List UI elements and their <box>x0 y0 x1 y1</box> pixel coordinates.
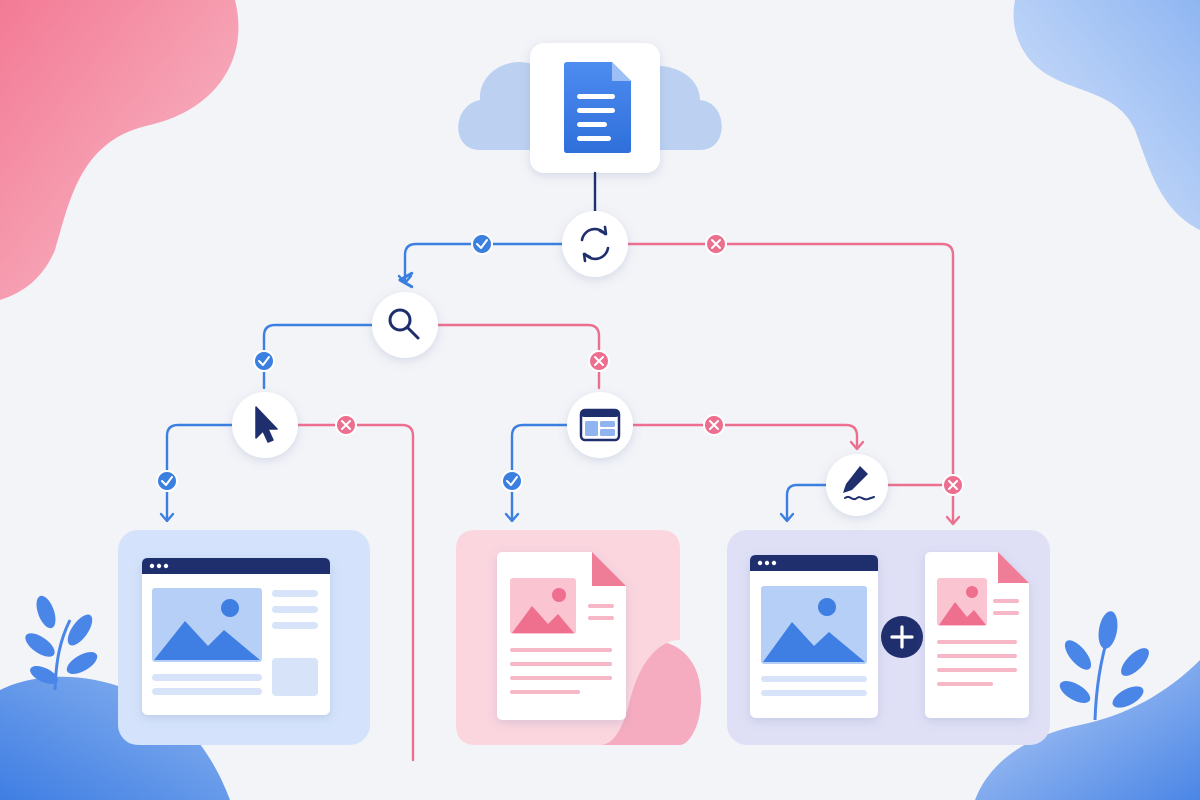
arrow-to-edit <box>849 440 865 451</box>
line-pointer-yes <box>165 423 237 520</box>
image-document-icon <box>925 552 1029 718</box>
arrow-edit-yes <box>779 512 795 523</box>
branch-markers <box>156 233 964 496</box>
document-icon <box>564 62 631 153</box>
arrow-to-search <box>397 274 413 285</box>
cursor-icon <box>255 406 278 443</box>
blue-blob-bottom-left <box>0 676 230 800</box>
blue-blob-bottom-right <box>975 660 1200 800</box>
line-layout-yes <box>510 423 570 520</box>
line-pointer-no <box>293 423 415 762</box>
search-icon <box>388 308 420 340</box>
decision-node-edit <box>826 454 888 516</box>
line-sync-yes <box>398 242 565 289</box>
line-layout-no <box>630 423 859 450</box>
line-search-yes <box>262 323 377 390</box>
check-icon <box>501 470 523 492</box>
x-icon <box>335 414 357 436</box>
outcome-card-webpage <box>118 530 370 745</box>
arrowheads <box>159 274 961 526</box>
x-icon <box>705 233 727 255</box>
decision-node-search <box>372 292 438 358</box>
arrow-sync-no-end <box>945 515 961 526</box>
webpage-card-icon <box>750 555 878 718</box>
outcome-card-image-document <box>456 530 680 745</box>
check-icon <box>253 350 275 372</box>
arrow-to-doc-card <box>504 512 520 523</box>
image-document-icon <box>497 552 626 720</box>
x-icon <box>942 474 964 496</box>
root-node <box>458 43 722 173</box>
x-icon <box>703 414 725 436</box>
browser-layout-icon <box>579 408 621 442</box>
line-search-no <box>435 323 601 390</box>
check-icon <box>471 233 493 255</box>
blue-blob-top-right <box>1013 0 1200 230</box>
check-icon <box>156 470 178 492</box>
pink-blob-top-left <box>0 0 239 300</box>
plant-right-icon <box>1059 611 1149 721</box>
connectors <box>165 171 955 762</box>
outcome-card-combined <box>727 530 1050 745</box>
line-edit-yes <box>785 483 828 520</box>
arrow-to-webpage-card <box>159 512 175 523</box>
x-icon <box>588 350 610 372</box>
plant-left-icon <box>25 595 98 691</box>
line-sync-no <box>625 242 955 524</box>
decision-node-pointer <box>232 392 298 458</box>
decision-node-sync <box>562 211 628 277</box>
pen-signature-icon <box>843 466 875 501</box>
sync-icon <box>580 225 610 263</box>
decision-node-layout <box>567 392 633 458</box>
plus-icon <box>881 616 923 658</box>
webpage-card-icon <box>142 558 330 715</box>
